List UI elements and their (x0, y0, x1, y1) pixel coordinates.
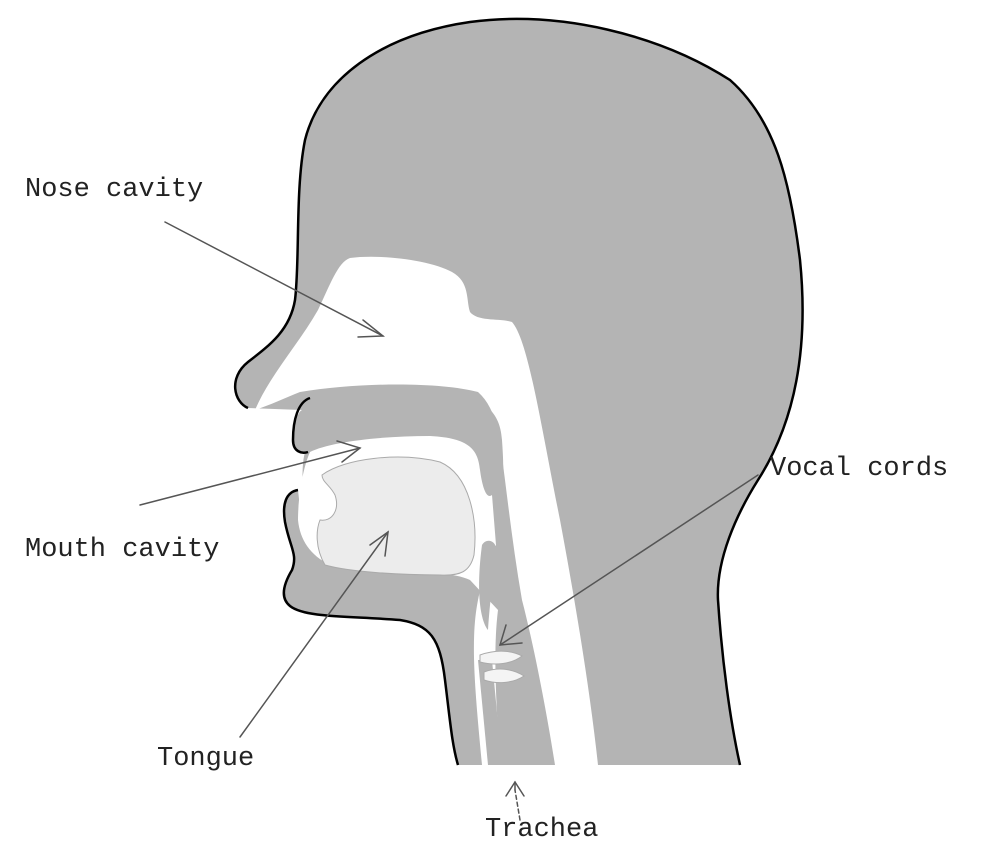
vocal-cords-label: Vocal cords (770, 454, 948, 484)
trachea-label: Trachea (485, 815, 598, 843)
mouth-cavity-label: Mouth cavity (25, 535, 219, 565)
tongue-shape (317, 457, 475, 575)
tongue-label: Tongue (157, 744, 254, 774)
nose-cavity-label: Nose cavity (25, 175, 203, 205)
